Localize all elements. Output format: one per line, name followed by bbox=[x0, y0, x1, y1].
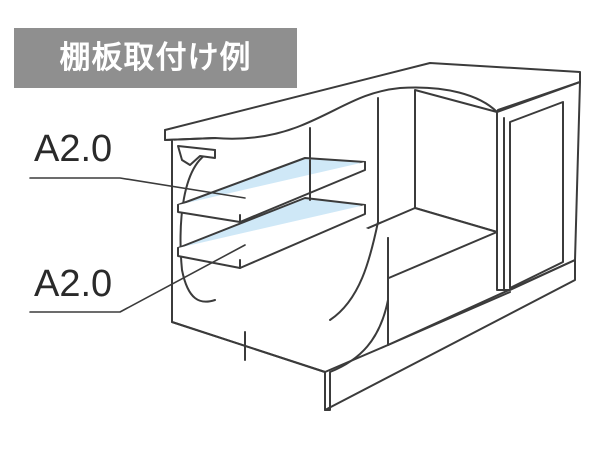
diagram-title: 棚板取付け例 bbox=[59, 40, 252, 76]
shelf-bracket-top bbox=[177, 145, 216, 166]
leader-line-upper bbox=[29, 177, 246, 199]
callout-lower-shelf: A2.0 bbox=[34, 263, 113, 305]
door-rail bbox=[387, 291, 511, 346]
right-door-frame bbox=[509, 101, 564, 289]
roof-panel bbox=[164, 62, 581, 141]
front-sill bbox=[171, 259, 576, 373]
roof-front-edge bbox=[164, 129, 216, 141]
interior-corner-curve bbox=[329, 221, 379, 321]
title-banner: 棚板取付け例 bbox=[14, 28, 297, 88]
leader-line-lower bbox=[29, 244, 246, 313]
front-sill-lower bbox=[324, 259, 576, 411]
callout-upper-shelf: A2.0 bbox=[34, 128, 113, 170]
